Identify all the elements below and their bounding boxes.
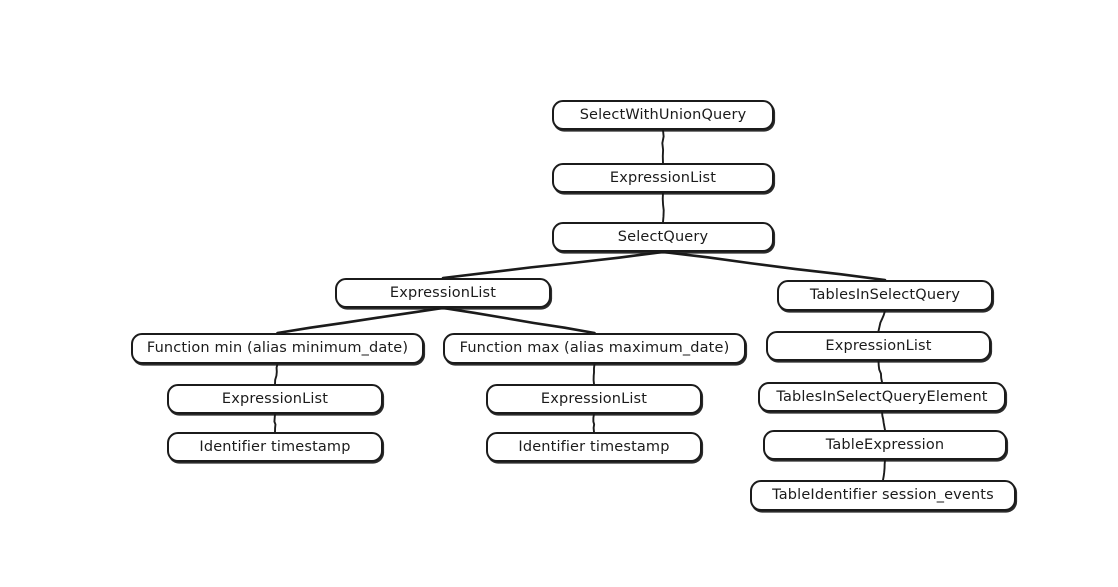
ast-edge bbox=[441, 250, 665, 280]
ast-node[interactable]: TablesInSelectQuery bbox=[777, 280, 993, 311]
ast-node[interactable]: TableExpression bbox=[763, 430, 1007, 460]
ast-node-label: TablesInSelectQuery bbox=[809, 287, 961, 303]
ast-edge bbox=[661, 250, 887, 282]
ast-node[interactable]: Function max (alias maximum_date) bbox=[443, 333, 746, 364]
ast-node-label: ExpressionList bbox=[540, 390, 648, 407]
ast-node[interactable]: TableIdentifier session_events bbox=[750, 480, 1016, 511]
ast-node[interactable]: Identifier timestamp bbox=[167, 432, 383, 462]
ast-node[interactable]: ExpressionList bbox=[335, 278, 551, 308]
ast-edge bbox=[881, 411, 886, 431]
ast-node-label: Identifier timestamp bbox=[199, 438, 351, 455]
ast-node[interactable]: Identifier timestamp bbox=[486, 432, 702, 462]
ast-node-label: TableIdentifier session_events bbox=[772, 487, 994, 503]
ast-node-label: ExpressionList bbox=[221, 390, 329, 407]
ast-edge bbox=[276, 306, 445, 335]
ast-node-label: Function max (alias maximum_date) bbox=[459, 340, 730, 356]
ast-node[interactable]: TablesInSelectQueryElement bbox=[758, 382, 1006, 412]
ast-edge bbox=[592, 363, 596, 385]
ast-edge bbox=[877, 360, 883, 383]
ast-edge bbox=[882, 459, 886, 481]
ast-node-label: ExpressionList bbox=[389, 284, 497, 301]
ast-node-label: TablesInSelectQueryElement bbox=[776, 388, 988, 405]
ast-edge bbox=[273, 413, 277, 433]
ast-node-label: ExpressionList bbox=[609, 169, 717, 186]
ast-node-label: SelectWithUnionQuery bbox=[579, 106, 747, 123]
ast-edge bbox=[877, 310, 886, 332]
ast-edge bbox=[592, 413, 596, 433]
ast-node[interactable]: SelectQuery bbox=[552, 222, 774, 252]
ast-node[interactable]: ExpressionList bbox=[766, 331, 991, 361]
ast-node-label: Identifier timestamp bbox=[518, 438, 670, 455]
ast-edge bbox=[274, 363, 279, 385]
ast-edge bbox=[661, 129, 665, 164]
ast-node[interactable]: SelectWithUnionQuery bbox=[552, 100, 774, 130]
ast-node-label: TableExpression bbox=[825, 436, 945, 453]
ast-node[interactable]: Function min (alias minimum_date) bbox=[131, 333, 424, 364]
ast-edge bbox=[661, 192, 665, 223]
ast-node[interactable]: ExpressionList bbox=[167, 384, 383, 414]
ast-node-label: Function min (alias minimum_date) bbox=[146, 340, 409, 356]
ast-node-label: ExpressionList bbox=[825, 337, 932, 354]
ast-edge bbox=[441, 306, 596, 335]
ast-node-label: SelectQuery bbox=[617, 228, 709, 245]
ast-node[interactable]: ExpressionList bbox=[486, 384, 702, 414]
ast-node[interactable]: ExpressionList bbox=[552, 163, 774, 193]
